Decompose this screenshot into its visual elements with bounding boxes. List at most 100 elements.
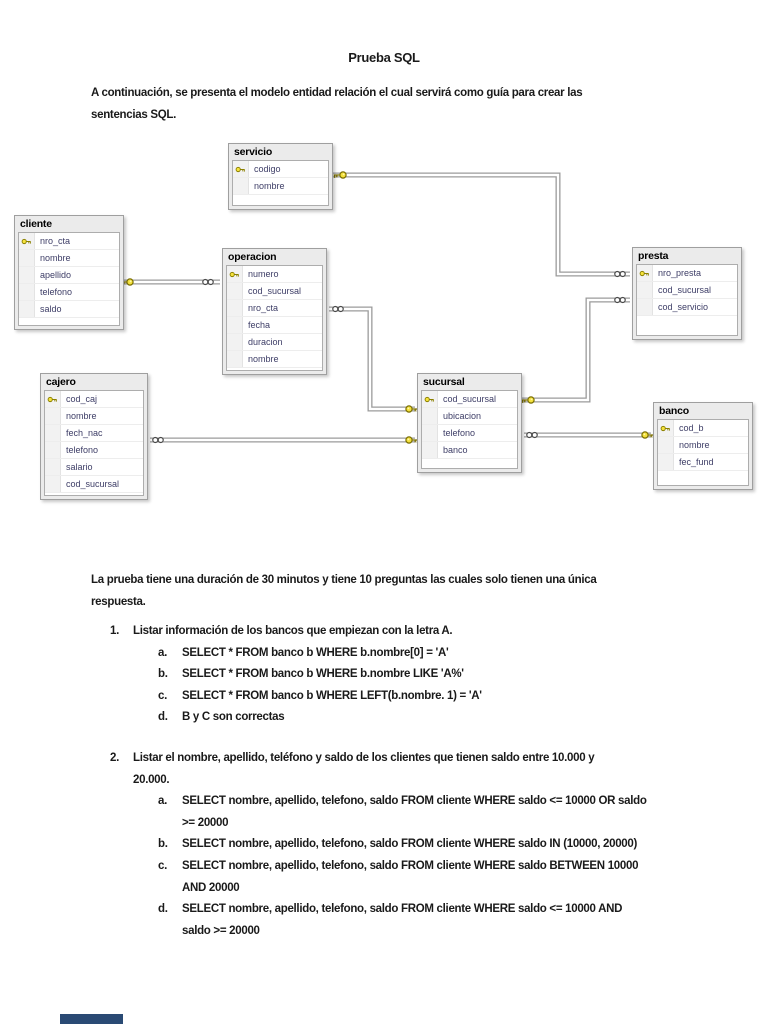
field-name: cod_servicio — [658, 302, 709, 312]
table-body: numero cod_sucursal nro_cta fecha duraci… — [226, 265, 323, 371]
option-letter: c. — [158, 689, 167, 702]
table-row: cod_servicio — [637, 299, 737, 316]
table-row: apellido — [19, 267, 119, 284]
key-icon — [422, 391, 438, 407]
field-icon-cell — [45, 442, 61, 458]
table-row: ubicacion — [422, 408, 517, 425]
field-name: cod_sucursal — [658, 285, 712, 295]
field-name: nro_presta — [658, 268, 702, 278]
option-letter: a. — [158, 646, 167, 659]
field-name: apellido — [40, 270, 72, 280]
option-letter: d. — [158, 903, 168, 916]
option-text-line: SELECT * FROM banco b WHERE b.nombre LIK… — [182, 668, 464, 681]
relation-servicio-presta — [333, 172, 630, 277]
table-body: nro_presta cod_sucursal cod_servicio — [636, 264, 738, 336]
option-c: c. SELECT nombre, apellido, telefono, sa… — [158, 856, 710, 899]
relation-sucursal-presta — [522, 297, 630, 403]
field-name: cod_caj — [66, 394, 98, 404]
field-icon-cell — [658, 454, 674, 470]
table-title: operacion — [228, 251, 277, 263]
table-row: cod_sucursal — [227, 283, 322, 300]
intro-paragraph: A continuación, se presenta el modelo en… — [91, 83, 583, 126]
field-name: nombre — [66, 411, 97, 421]
table-title: cajero — [46, 376, 76, 388]
table-title: cliente — [20, 218, 52, 230]
field-icon-cell — [637, 282, 653, 298]
table-title: servicio — [234, 146, 273, 158]
field-name: cod_sucursal — [248, 286, 302, 296]
table-row: telefono — [422, 425, 517, 442]
field-icon-cell — [422, 442, 438, 458]
table-row: fec_fund — [658, 454, 748, 471]
er-table-sucursal: sucursal cod_sucursal ubicacion telefono… — [417, 373, 522, 473]
field-icon-cell — [233, 178, 249, 194]
field-name: salario — [66, 462, 93, 472]
option-d: d. B y C son correctas — [158, 707, 710, 729]
field-icon-cell — [637, 299, 653, 315]
field-icon-cell — [45, 459, 61, 475]
table-title: sucursal — [423, 376, 465, 388]
field-icon-cell — [227, 283, 243, 299]
field-name: telefono — [66, 445, 99, 455]
table-row: nombre — [45, 408, 143, 425]
question-text: Listar el nombre, apellido, teléfono y s… — [133, 748, 595, 791]
field-icon-cell — [227, 300, 243, 316]
options-list: a. SELECT * FROM banco b WHERE b.nombre[… — [158, 643, 710, 729]
table-row: nombre — [227, 351, 322, 368]
field-icon-cell — [45, 408, 61, 424]
field-name: nombre — [248, 354, 279, 364]
table-row: cod_caj — [45, 391, 143, 408]
field-icon-cell — [227, 317, 243, 333]
field-name: nro_cta — [248, 303, 279, 313]
option-text-line: SELECT nombre, apellido, telefono, saldo… — [182, 795, 647, 808]
option-text-line: SELECT * FROM banco b WHERE b.nombre[0] … — [182, 646, 449, 659]
table-body: nro_cta nombre apellido telefono saldo — [18, 232, 120, 326]
table-row: duracion — [227, 334, 322, 351]
page-title: Prueba SQL — [348, 50, 420, 65]
table-row: cod_sucursal — [45, 476, 143, 493]
table-row: salario — [45, 459, 143, 476]
field-name: nro_cta — [40, 236, 71, 246]
table-row: numero — [227, 266, 322, 283]
field-name: codigo — [254, 164, 281, 174]
field-name: fecha — [248, 320, 271, 330]
option-text: SELECT nombre, apellido, telefono, saldo… — [182, 899, 622, 942]
field-icon-cell — [227, 351, 243, 367]
table-body: cod_sucursal ubicacion telefono banco — [421, 390, 518, 469]
duration-paragraph: La prueba tiene una duración de 30 minut… — [91, 570, 597, 613]
page-bottom-partial-element — [60, 1014, 123, 1024]
option-text-line: >= 20000 — [182, 816, 229, 829]
option-letter: d. — [158, 711, 168, 724]
field-icon-cell — [422, 408, 438, 424]
relation-operacion-sucursal — [329, 306, 415, 412]
question-2: 2. Listar el nombre, apellido, teléfono … — [110, 748, 710, 942]
field-name: saldo — [40, 304, 62, 314]
field-icon-cell — [19, 250, 35, 266]
option-b: b. SELECT * FROM banco b WHERE b.nombre … — [158, 664, 710, 686]
field-icon-cell — [19, 301, 35, 317]
key-icon — [658, 420, 674, 436]
option-text: SELECT * FROM banco b WHERE b.nombre[0] … — [182, 643, 449, 665]
field-name: banco — [443, 445, 468, 455]
question-head: 2. Listar el nombre, apellido, teléfono … — [110, 748, 710, 791]
option-letter: c. — [158, 859, 167, 872]
table-body: codigo nombre — [232, 160, 329, 206]
table-row: telefono — [19, 284, 119, 301]
table-row: nro_cta — [227, 300, 322, 317]
option-text-line: AND 20000 — [182, 881, 240, 894]
table-row: nro_cta — [19, 233, 119, 250]
er-table-cliente: cliente nro_cta nombre apellido telefono… — [14, 215, 124, 330]
question-number: 2. — [110, 752, 119, 764]
key-icon — [45, 391, 61, 407]
question-head: 1. Listar información de los bancos que … — [110, 621, 710, 643]
table-row: nombre — [658, 437, 748, 454]
table-row: nro_presta — [637, 265, 737, 282]
option-text-line: saldo >= 20000 — [182, 924, 260, 937]
table-row: fecha — [227, 317, 322, 334]
table-body: cod_b nombre fec_fund — [657, 419, 749, 486]
field-name: nombre — [679, 440, 710, 450]
table-row: nombre — [233, 178, 328, 195]
option-text-line: SELECT nombre, apellido, telefono, saldo… — [182, 903, 623, 916]
option-c: c. SELECT * FROM banco b WHERE LEFT(b.no… — [158, 686, 710, 708]
